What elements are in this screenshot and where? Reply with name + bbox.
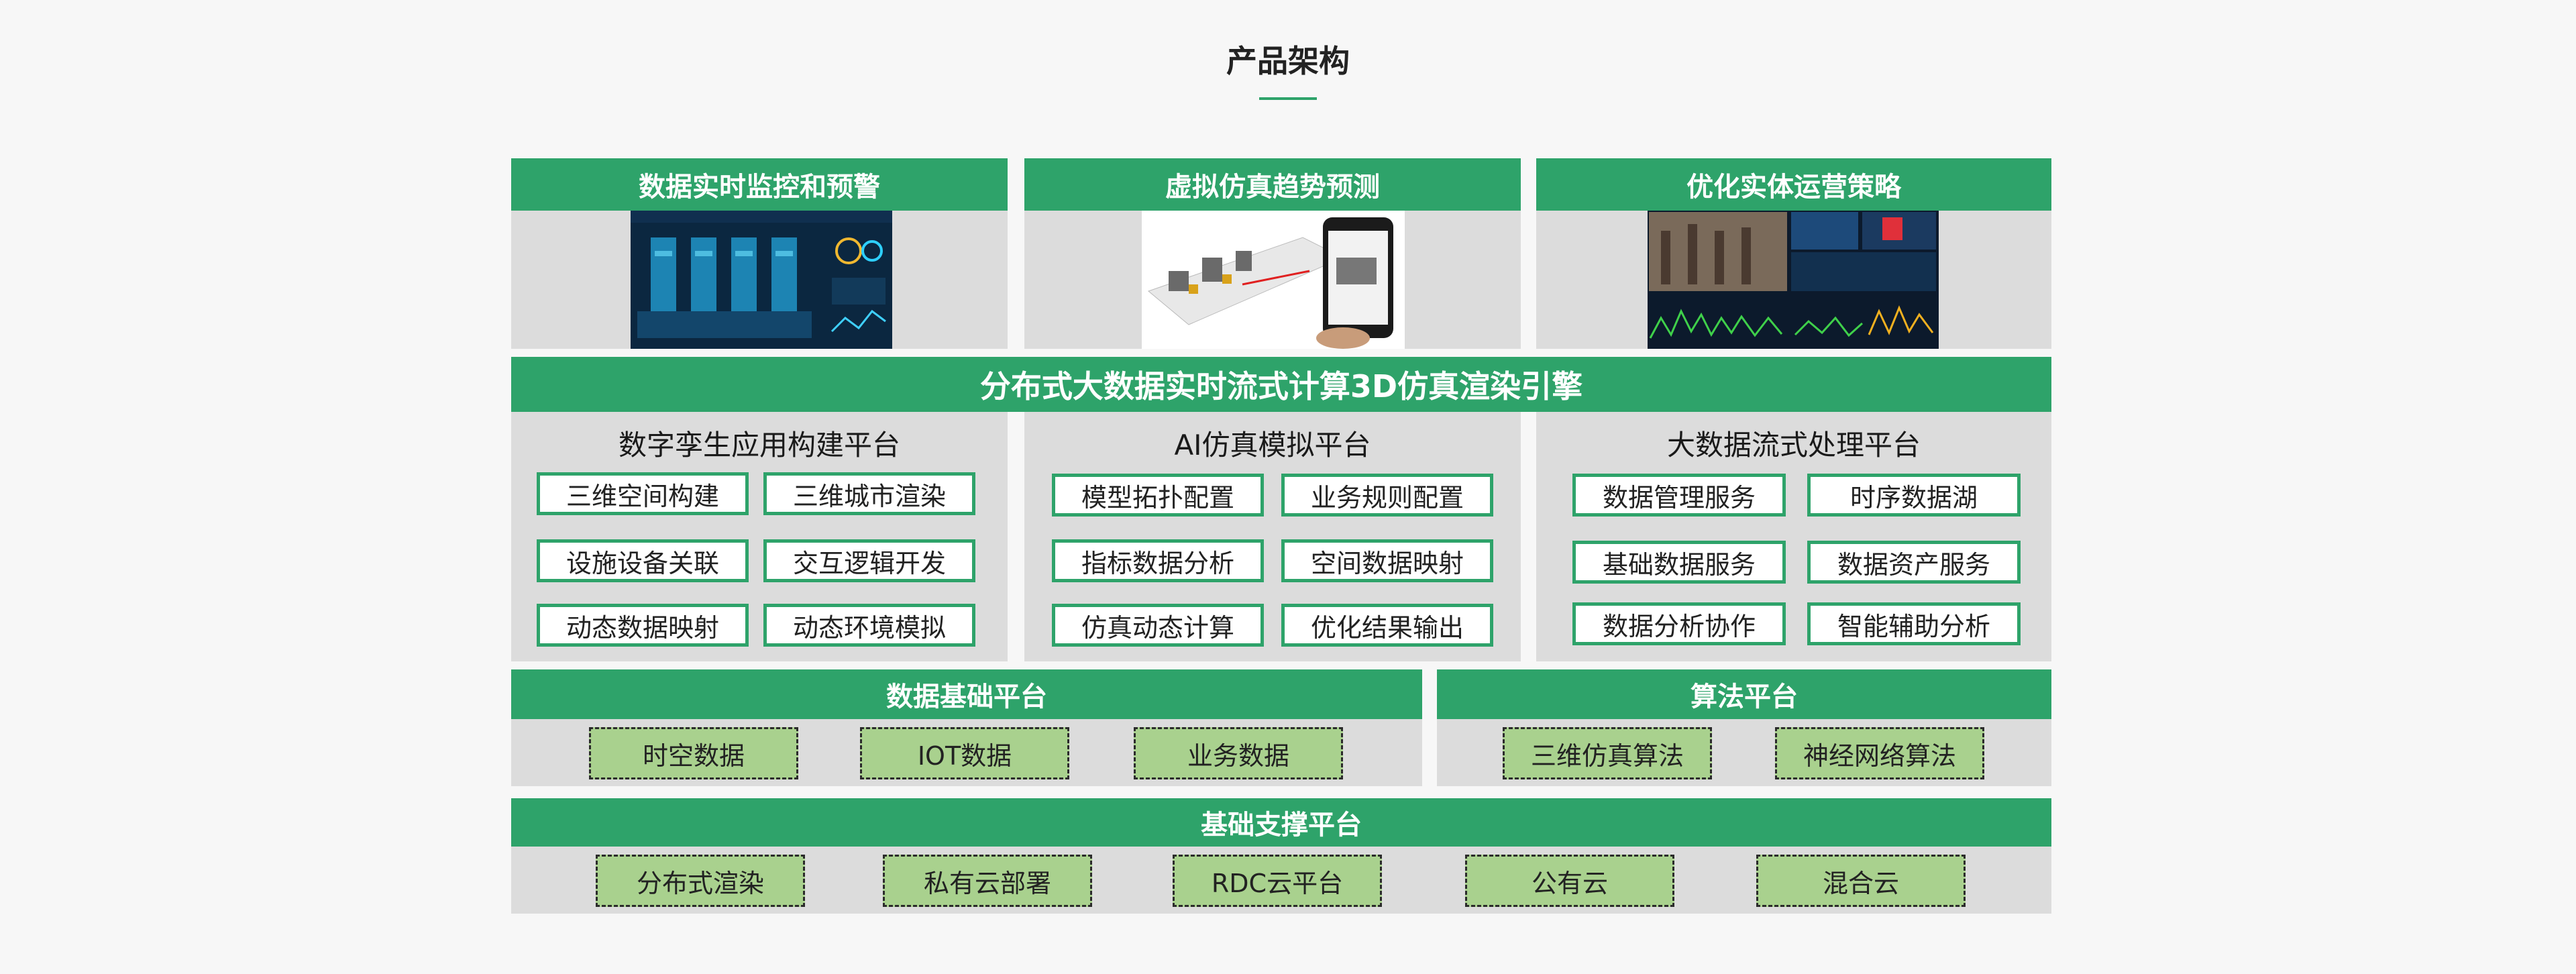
platform-item[interactable]: 数据资产服务: [1807, 541, 2021, 584]
operations-dashboard-image: [1648, 211, 1939, 349]
page-title: 产品架构: [1226, 43, 1350, 79]
support-platform-item[interactable]: 分布式渲染: [596, 855, 805, 907]
data-platform-item[interactable]: 时空数据: [589, 727, 798, 779]
platform-title-bigdata: 大数据流式处理平台: [1666, 429, 1921, 462]
support-platform-item[interactable]: RDC云平台: [1173, 855, 1382, 907]
platform-item[interactable]: 基础数据服务: [1572, 541, 1786, 584]
platform-item[interactable]: 数据管理服务: [1572, 474, 1786, 517]
platform-item[interactable]: 设施设备关联: [537, 539, 749, 582]
platform-item[interactable]: 动态数据映射: [537, 604, 749, 647]
algo-platform-item[interactable]: 三维仿真算法: [1503, 727, 1712, 779]
platform-item[interactable]: 时序数据湖: [1807, 474, 2021, 517]
platform-item[interactable]: 动态环境模拟: [763, 604, 975, 647]
platform-title-ai-sim: AI仿真模拟平台: [1174, 429, 1371, 462]
platform-item[interactable]: 模型拓扑配置: [1052, 474, 1264, 517]
platform-item[interactable]: 空间数据映射: [1281, 539, 1493, 582]
platform-item[interactable]: 指标数据分析: [1052, 539, 1264, 582]
platform-item[interactable]: 仿真动态计算: [1052, 604, 1264, 647]
platform-item[interactable]: 业务规则配置: [1281, 474, 1493, 517]
data-platform-header: 数据基础平台: [511, 669, 1422, 719]
platform-item[interactable]: 智能辅助分析: [1807, 602, 2021, 645]
algo-platform-item[interactable]: 神经网络算法: [1775, 727, 1984, 779]
platform-item[interactable]: 数据分析协作: [1572, 602, 1786, 645]
data-platform-item[interactable]: 业务数据: [1134, 727, 1343, 779]
support-platform-header: 基础支撑平台: [511, 798, 2051, 847]
platform-item[interactable]: 三维城市渲染: [763, 472, 975, 515]
support-platform-item[interactable]: 私有云部署: [883, 855, 1092, 907]
monitoring-dashboard-image: [631, 211, 892, 349]
platform-item[interactable]: 优化结果输出: [1281, 604, 1493, 647]
support-platform-item[interactable]: 混合云: [1756, 855, 1966, 907]
data-platform-item[interactable]: IOT数据: [860, 727, 1069, 779]
feature-card-monitor-header: 数据实时监控和预警: [511, 158, 1008, 211]
feature-card-optimize-header: 优化实体运营策略: [1536, 158, 2051, 211]
platform-item[interactable]: 三维空间构建: [537, 472, 749, 515]
feature-card-predict-header: 虚拟仿真趋势预测: [1024, 158, 1521, 211]
simulation-phone-image: [1142, 211, 1405, 349]
algo-platform-header: 算法平台: [1437, 669, 2051, 719]
support-platform-item[interactable]: 公有云: [1465, 855, 1674, 907]
engine-banner: 分布式大数据实时流式计算3D仿真渲染引擎: [511, 357, 2051, 412]
platform-title-digital-twin: 数字孪生应用构建平台: [618, 429, 900, 462]
title-underline: [1259, 97, 1317, 100]
platform-item[interactable]: 交互逻辑开发: [763, 539, 975, 582]
